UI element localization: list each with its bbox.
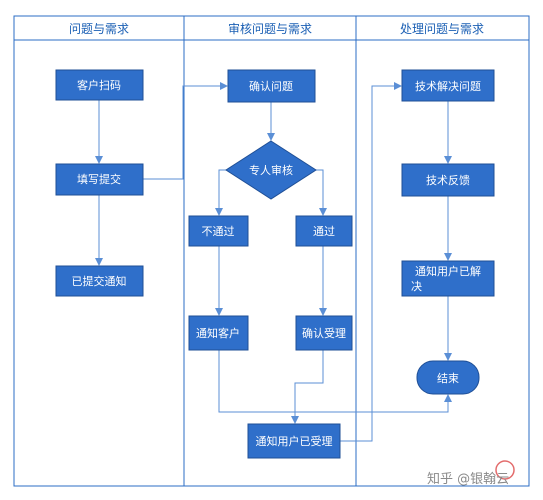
- node-confirm-issue-label: 确认问题: [249, 80, 293, 93]
- node-confirm-accept: 确认受理: [295, 315, 353, 351]
- arrow-fill-to-confirm-issue: [143, 82, 228, 180]
- node-not-passed-label: 不通过: [202, 225, 235, 238]
- arrow-confirmaccept-to-notifyaccepted: [291, 350, 324, 424]
- node-not-passed: 不通过: [188, 215, 249, 247]
- node-tech-feedback-label: 技术反馈: [426, 174, 470, 187]
- node-tech-solve-label: 技术解决问题: [415, 79, 481, 93]
- node-scan: 客户扫码: [55, 69, 144, 101]
- watermark-text: 知乎 @银翰云: [427, 471, 509, 487]
- lane-title-review: 审核问题与需求: [228, 21, 312, 36]
- node-notify-solved-label-line1: 通知用户已解: [415, 264, 481, 278]
- node-notify-solved-label-line2: 决: [411, 280, 422, 293]
- node-tech-feedback: 技术反馈: [401, 163, 495, 197]
- arrow-review-to-notpassed: [215, 169, 237, 216]
- node-notify-customer: 通知客户: [188, 315, 249, 351]
- lane-title-problems: 问题与需求: [69, 22, 129, 36]
- node-tech-solve: 技术解决问题: [401, 69, 495, 102]
- node-confirm-accept-label: 确认受理: [302, 327, 346, 340]
- node-fill-submit: 填写提交: [55, 163, 144, 196]
- node-submitted-notice-label: 已提交通知: [72, 274, 127, 288]
- node-fill-submit-label: 填写提交: [77, 172, 121, 186]
- node-end-label: 结束: [437, 372, 459, 385]
- node-expert-review-label: 专人审核: [249, 163, 293, 177]
- connectors: [95, 82, 452, 442]
- watermark-seal-icon: [495, 460, 515, 480]
- swimlane-frame: [13, 15, 530, 487]
- node-passed-label: 通过: [313, 225, 335, 238]
- node-notify-customer-label: 通知客户: [196, 326, 240, 340]
- node-notify-solved: 通知用户已解 决: [401, 260, 495, 297]
- node-expert-review: 专人审核: [225, 140, 317, 200]
- node-notify-accepted: 通知用户已受理: [247, 423, 341, 459]
- node-notify-accepted-label: 通知用户已受理: [256, 434, 333, 448]
- node-confirm-issue: 确认问题: [227, 69, 316, 103]
- arrow-review-to-passed: [307, 169, 327, 216]
- node-scan-label: 客户扫码: [77, 78, 121, 92]
- node-passed: 通过: [295, 215, 353, 247]
- node-end: 结束: [416, 360, 480, 395]
- arrow-notifyaccepted-to-techsolve: [340, 82, 402, 442]
- node-submitted-notice: 已提交通知: [55, 265, 144, 297]
- lane-title-handle: 处理问题与需求: [400, 22, 484, 36]
- watermark: 知乎 @银翰云: [427, 460, 515, 487]
- arrow-notifycustomer-to-end: [218, 350, 452, 413]
